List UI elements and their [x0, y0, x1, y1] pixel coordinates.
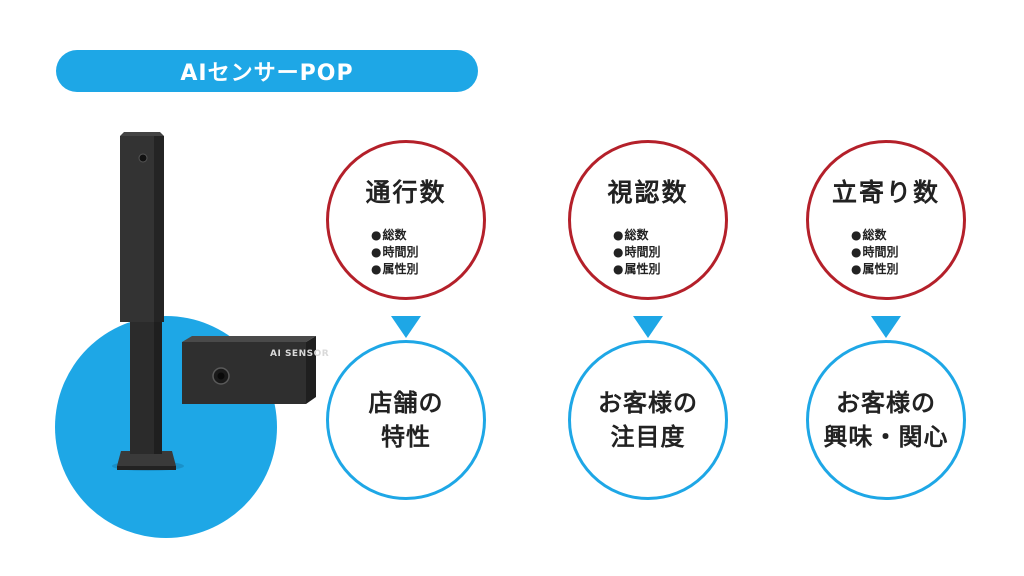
- metric-item: 総数: [851, 227, 899, 244]
- metric-title: 立寄り数: [831, 178, 940, 207]
- metric-list: 総数 時間別 属性別: [613, 227, 661, 278]
- page-title: AIセンサーPOP: [56, 50, 478, 92]
- insight-line: 店舗の: [368, 389, 444, 417]
- metric-item: 属性別: [851, 261, 898, 278]
- insight-line: 興味・関心: [823, 423, 949, 451]
- sensor-box-side: [306, 336, 316, 404]
- metric-circle: 立寄り数 総数 時間別 属性別: [806, 140, 966, 300]
- insight-text: 店舗の 特性: [369, 386, 444, 454]
- metric-item: 属性別: [371, 261, 418, 278]
- device-illustration: [55, 132, 316, 538]
- lower-pole-side: [154, 318, 162, 454]
- down-arrow-icon: [633, 316, 663, 338]
- metric-item: 時間別: [371, 244, 418, 261]
- sensor-camera-lens: [217, 372, 225, 380]
- metric-item: 時間別: [851, 244, 898, 261]
- down-arrow-icon: [871, 316, 901, 338]
- sensor-box: [182, 342, 306, 404]
- insight-line: お客様の: [836, 389, 936, 417]
- metric-item: 属性別: [613, 261, 660, 278]
- insight-line: 特性: [381, 423, 431, 451]
- insight-line: お客様の: [598, 389, 698, 417]
- metric-list: 総数 時間別 属性別: [851, 227, 899, 278]
- column-pass-count: 通行数 総数 時間別 属性別 店舗の 特性: [324, 140, 494, 500]
- insight-circle: お客様の 興味・関心: [806, 340, 966, 500]
- base-plate-edge: [117, 466, 176, 470]
- sensor-box-top: [182, 336, 316, 342]
- column-view-count: 視認数 総数 時間別 属性別 お客様の 注目度: [566, 140, 736, 500]
- insight-text: お客様の 興味・関心: [824, 386, 949, 454]
- metric-title: 視認数: [607, 178, 689, 207]
- insight-line: 注目度: [610, 423, 686, 451]
- device-label: AI SENSOR: [270, 349, 330, 359]
- metric-list: 総数 時間別 属性別: [371, 227, 419, 278]
- upper-tower-side: [154, 136, 164, 322]
- base-plate: [117, 451, 176, 466]
- metric-item: 総数: [613, 227, 661, 244]
- metric-item: 時間別: [613, 244, 660, 261]
- tower-top: [120, 132, 164, 136]
- ai-sensor-device: AI SENSOR: [0, 0, 340, 576]
- down-arrow-icon: [391, 316, 421, 338]
- insight-circle: お客様の 注目度: [568, 340, 728, 500]
- insight-circle: 店舗の 特性: [326, 340, 486, 500]
- metric-item: 総数: [371, 227, 419, 244]
- metric-circle: 通行数 総数 時間別 属性別: [326, 140, 486, 300]
- metric-circle: 視認数 総数 時間別 属性別: [568, 140, 728, 300]
- insight-text: お客様の 注目度: [598, 386, 698, 454]
- tower-camera-lens: [138, 153, 148, 163]
- metric-title: 通行数: [365, 178, 447, 207]
- column-visit-count: 立寄り数 総数 時間別 属性別 お客様の 興味・関心: [804, 140, 974, 500]
- page-title-text: AIセンサーPOP: [180, 61, 354, 86]
